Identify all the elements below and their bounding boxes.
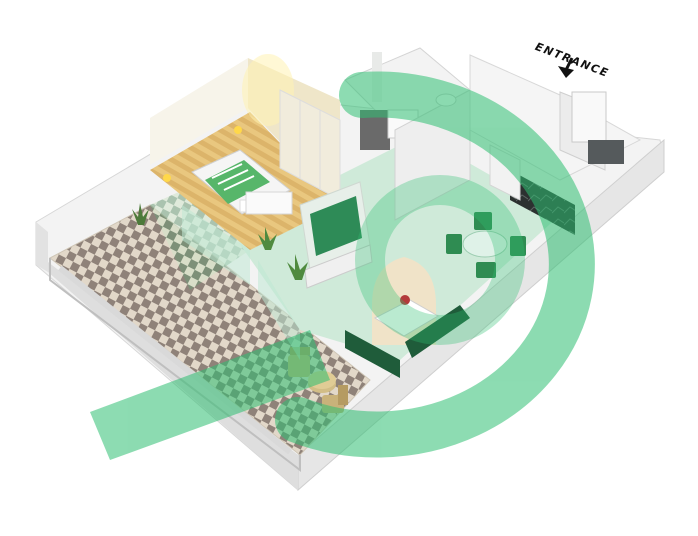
dining-area — [446, 212, 526, 278]
living-area — [372, 257, 439, 345]
tv-unit — [299, 181, 373, 289]
bed — [245, 191, 293, 215]
sofa — [345, 305, 470, 378]
indoor-plant — [258, 227, 308, 280]
bayut-watermark-icon — [90, 71, 595, 460]
glass-partition — [182, 205, 300, 360]
entrance-arrow-icon — [558, 57, 574, 78]
balcony-plant — [132, 203, 149, 225]
